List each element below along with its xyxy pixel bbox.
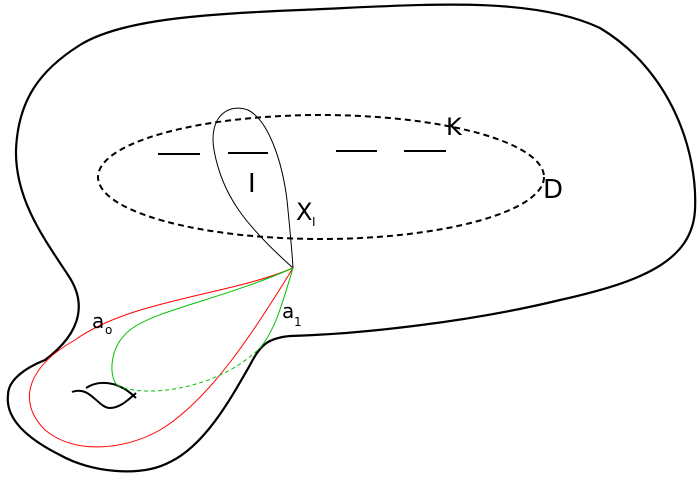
label-x-sub: I bbox=[312, 215, 316, 229]
curve-a1-front bbox=[259, 267, 294, 349]
label-x: X bbox=[296, 198, 312, 226]
label-d: D bbox=[543, 175, 563, 205]
curve-a0 bbox=[28, 267, 294, 448]
label-i: I bbox=[248, 169, 256, 199]
curve-a1-dashed bbox=[116, 347, 261, 392]
label-a1: a bbox=[282, 299, 294, 323]
label-a0-sub: o bbox=[105, 323, 112, 337]
handle-lower-arc bbox=[71, 389, 137, 410]
label-a0: a bbox=[92, 309, 104, 333]
loop-x-i bbox=[212, 107, 294, 269]
outer-surface-boundary bbox=[6, 3, 697, 473]
label-a1-sub: 1 bbox=[294, 315, 302, 329]
curve-a1-solid bbox=[111, 267, 294, 386]
label-k: K bbox=[446, 113, 463, 141]
disk-d-boundary bbox=[97, 114, 545, 240]
handle-upper-arc bbox=[85, 381, 137, 399]
